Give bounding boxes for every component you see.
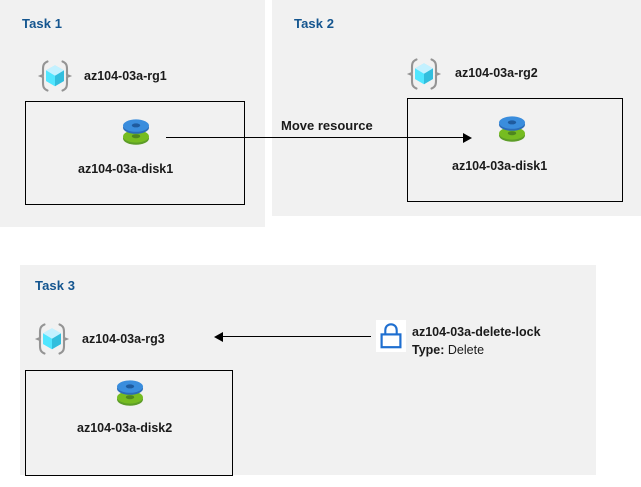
resource-group-icon [34, 321, 70, 357]
lock-name-label: az104-03a-delete-lock [412, 325, 541, 339]
task2-panel [272, 0, 641, 216]
task1-title: Task 1 [22, 16, 63, 31]
task3-resource-box [25, 370, 233, 476]
managed-disk-icon [495, 112, 529, 146]
lock-type-value: Delete [447, 343, 485, 357]
task1-resource-label: az104-03a-disk1 [78, 162, 174, 176]
task2-resource-label: az104-03a-disk1 [452, 159, 548, 173]
task3-resource-label: az104-03a-disk2 [77, 421, 173, 435]
lock-type-key: Type: [412, 343, 445, 357]
task1-resource-box [25, 101, 245, 205]
managed-disk-icon [113, 376, 147, 410]
resource-group-icon [37, 58, 73, 94]
task2-resource-box [407, 98, 623, 202]
lock-arrow-line [223, 336, 371, 338]
task1-panel [0, 0, 265, 227]
task1-resource-group-label: az104-03a-rg1 [84, 69, 167, 83]
managed-disk-icon [119, 115, 153, 149]
task3-title: Task 3 [35, 278, 76, 293]
move-resource-arrow-head [463, 133, 472, 143]
lock-type-row: Type: Delete [412, 343, 484, 357]
move-resource-arrow-line [166, 137, 464, 139]
lock-icon [376, 320, 406, 352]
resource-group-icon [406, 56, 442, 92]
task2-title: Task 2 [294, 16, 335, 31]
task2-resource-group-label: az104-03a-rg2 [455, 66, 538, 80]
lock-arrow-head [214, 332, 223, 342]
task3-resource-group-label: az104-03a-rg3 [82, 332, 165, 346]
move-resource-label: Move resource [281, 118, 373, 133]
